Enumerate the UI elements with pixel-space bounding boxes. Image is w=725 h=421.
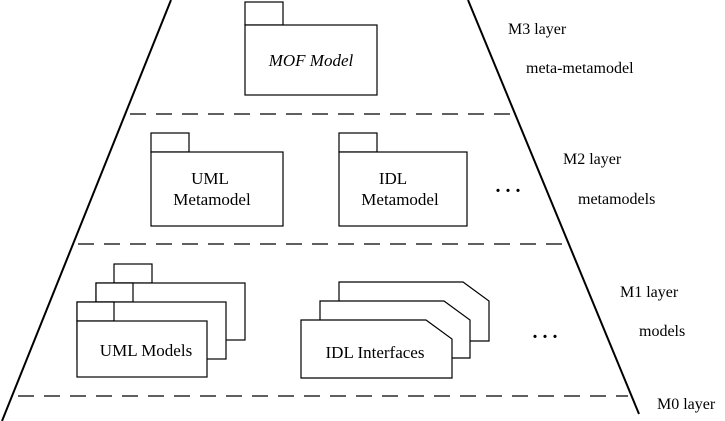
package-tab [338, 132, 378, 153]
idl-metamodel-package: IDL Metamodel [338, 132, 468, 227]
m3-layer-description: meta-metamodel [526, 60, 634, 77]
m1-layer-label: M1 layer [620, 284, 679, 301]
m3-layer-label: M3 layer [508, 21, 567, 38]
idl-interfaces-card-stack: IDL Interfaces [300, 281, 490, 379]
package-tab [150, 132, 190, 153]
idl-interfaces-label: IDL Interfaces [326, 343, 425, 362]
package-body [338, 151, 468, 227]
m2-ellipsis: . . . [496, 175, 521, 197]
card-front [300, 319, 453, 379]
pyramid-left-edge [1, 0, 172, 421]
mof-model-package: MOF Model [244, 1, 378, 96]
idl-metamodel-label-line1: IDL [379, 169, 407, 188]
package-body [244, 24, 378, 96]
pyramid-right-edge [467, 0, 640, 415]
package-tab [244, 1, 284, 26]
uml-metamodel-label-line1: UML [191, 169, 229, 188]
package-body [150, 151, 284, 227]
uml-models-label: UML Models [100, 341, 192, 360]
uml-metamodel-package: UML Metamodel [150, 132, 284, 227]
uml-metamodel-label-line2: Metamodel [173, 190, 251, 209]
m1-ellipsis: . . . [533, 321, 558, 343]
package-body-front [76, 320, 208, 378]
package-tab [95, 282, 134, 303]
package-tab [76, 301, 115, 322]
idl-metamodel-label-line2: Metamodel [361, 190, 439, 209]
uml-models-package-stack: UML Models [76, 263, 246, 378]
mof-model-label: MOF Model [268, 51, 354, 70]
package-tab [113, 263, 153, 284]
m1-layer-description: models [639, 323, 685, 340]
m2-layer-description: metamodels [578, 191, 655, 208]
m2-layer-label: M2 layer [563, 151, 622, 168]
m0-layer-label: M0 layer [657, 396, 716, 413]
